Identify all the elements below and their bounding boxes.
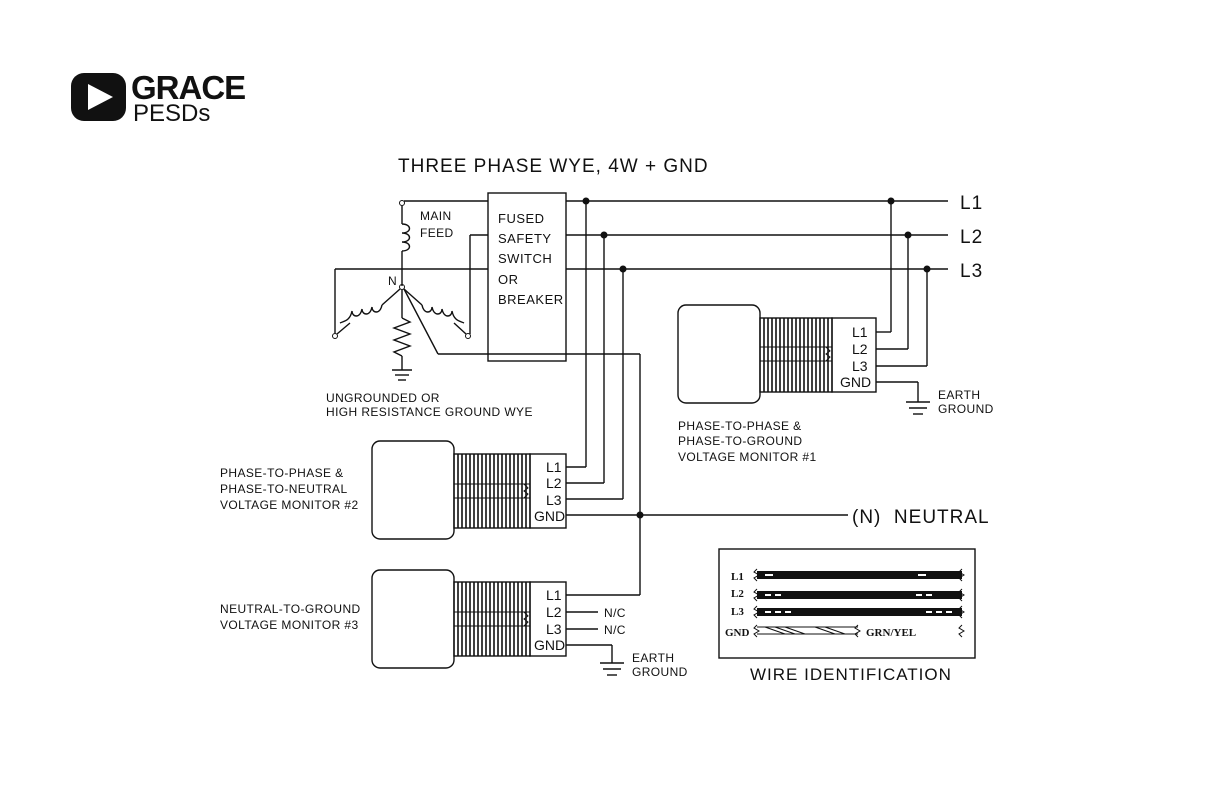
m3-caption-1: NEUTRAL-TO-GROUND (220, 602, 361, 616)
m2-terminal-l1: L1 (546, 459, 562, 475)
neutral-node-label: N (388, 274, 397, 288)
m3-terminal-gnd: GND (534, 637, 565, 653)
m2-terminal-l3: L3 (546, 492, 562, 508)
m2-caption-3: VOLTAGE MONITOR #2 (220, 498, 359, 512)
m1-caption-2: PHASE-TO-GROUND (678, 434, 802, 448)
bus-label-l2: L2 (960, 227, 983, 248)
tap-wires: (N) NEUTRAL (566, 197, 990, 596)
m3-earth-1: EARTH (632, 651, 674, 665)
m2-caption-2: PHASE-TO-NEUTRAL (220, 482, 348, 496)
grace-logo: GRACE PESDs (71, 69, 246, 127)
neutral-label: (N) NEUTRAL (852, 507, 990, 528)
switch-text-2: SAFETY (498, 231, 552, 246)
main-feed-label-2: FEED (420, 226, 454, 240)
fused-safety-switch: FUSED SAFETY SWITCH OR BREAKER (487, 192, 567, 362)
bus-label-l3: L3 (960, 261, 983, 282)
source-caption-2: HIGH RESISTANCE GROUND WYE (326, 405, 533, 419)
switch-text-5: BREAKER (498, 292, 564, 307)
wire-id-gnd-color: GRN/YEL (866, 627, 916, 639)
m1-earth-2: GROUND (938, 402, 994, 416)
wire-id-row-l3: L3 (731, 606, 744, 618)
source-caption-1: UNGROUNDED OR (326, 391, 440, 405)
m1-earth-1: EARTH (938, 388, 980, 402)
wire-identification-panel: L1 L2 L3 GND GRN/YEL WIRE IDENTIFICATION (718, 548, 976, 684)
m1-caption-3: VOLTAGE MONITOR #1 (678, 450, 817, 464)
switch-text-3: SWITCH (498, 251, 552, 266)
m1-caption-1: PHASE-TO-PHASE & (678, 419, 802, 433)
m2-terminal-gnd: GND (534, 508, 565, 524)
m3-nc-l3: N/C (604, 623, 626, 637)
wye-source: MAIN FEED N UNGROUNDED OR HIGH RESISTANC… (326, 200, 640, 419)
m1-terminal-l3: L3 (852, 358, 868, 374)
wire-id-row-l1: L1 (731, 571, 744, 583)
wire-id-title: WIRE IDENTIFICATION (750, 665, 952, 684)
m3-earth-2: GROUND (632, 665, 688, 679)
wire-id-row-l2: L2 (731, 588, 744, 600)
bus-lines: L1 L2 L3 (566, 193, 983, 282)
m3-terminal-l3: L3 (546, 621, 562, 637)
m3-nc-l2: N/C (604, 606, 626, 620)
play-icon (88, 84, 113, 110)
switch-text-1: FUSED (498, 211, 545, 226)
m3-terminal-l1: L1 (546, 587, 562, 603)
diagram-title: THREE PHASE WYE, 4W + GND (398, 156, 709, 177)
switch-text-4: OR (498, 272, 519, 287)
voltage-monitor-3: L1 L2 L3 GND N/C N/C EARTH GROUND NEUTRA… (220, 569, 688, 679)
wire-id-row-gnd: GND (725, 627, 750, 639)
bus-label-l1: L1 (960, 193, 983, 214)
voltage-monitor-2: L1 L2 L3 GND PHASE-TO-PHASE & PHASE-TO-N… (220, 440, 567, 540)
m1-terminal-l2: L2 (852, 341, 868, 357)
m2-terminal-l2: L2 (546, 475, 562, 491)
m1-terminal-l1: L1 (852, 324, 868, 340)
logo-line1: GRACE (131, 69, 245, 106)
m1-terminal-gnd: GND (840, 374, 871, 390)
m3-caption-2: VOLTAGE MONITOR #3 (220, 618, 359, 632)
main-feed-label-1: MAIN (420, 209, 452, 223)
voltage-monitor-1: L1 L2 L3 GND EARTH GROUND PHASE-TO-PHASE… (677, 304, 994, 464)
logo-line2: PESDs (133, 100, 210, 127)
m3-terminal-l2: L2 (546, 604, 562, 620)
m2-caption-1: PHASE-TO-PHASE & (220, 466, 344, 480)
